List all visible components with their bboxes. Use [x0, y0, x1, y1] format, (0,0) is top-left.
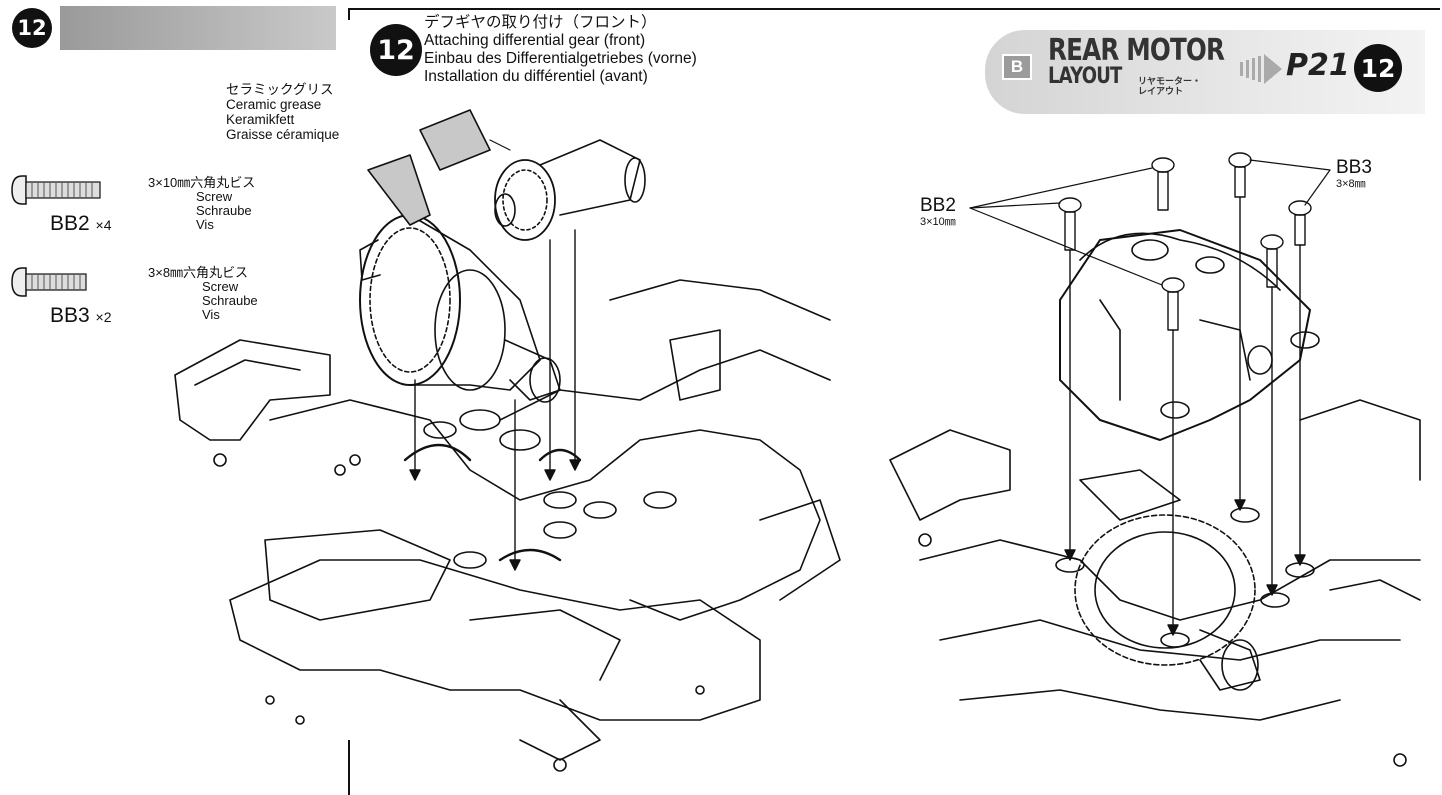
screw-bb3-icon	[11, 267, 87, 297]
callout-bb2-code: BB2	[920, 195, 956, 216]
grease-fr: Graisse céramique	[226, 127, 340, 142]
part-bb2: BB2 ×4 3×10㎜六角丸ビス Screw Schraube Vis	[8, 170, 308, 240]
frame-top-border	[348, 8, 1440, 10]
callout-bb3: BB3 3×8㎜	[1336, 157, 1372, 191]
banner-title-line2: LAYOUT	[1048, 64, 1122, 89]
grease-en: Ceramic grease	[226, 97, 322, 112]
left-arrows	[409, 229, 581, 571]
callout-leaders	[969, 159, 1331, 286]
part-bb2-qty: ×4	[95, 217, 112, 233]
banner-jp: リヤモーター・ レイアウト	[1138, 76, 1201, 96]
callout-bb2-size: 3×10㎜	[920, 216, 956, 228]
part-bb3: BB3 ×2 3×8㎜六角丸ビス Screw Schraube Vis	[8, 262, 308, 332]
part-bb3-code: BB3 ×2	[50, 304, 112, 327]
part-bb3-spec: 3×8㎜六角丸ビス	[148, 265, 249, 280]
left-chassis	[174, 279, 841, 772]
grease-tubes	[367, 109, 511, 226]
banner-page-ref: P21	[1286, 48, 1350, 83]
part-bb3-qty: ×2	[95, 309, 112, 325]
grease-label: セラミックグリス Ceramic grease Keramikfett Grai…	[226, 82, 339, 142]
layout-banner	[985, 30, 1425, 114]
gear-cover	[1059, 229, 1320, 441]
sidebar-step-badge: 12	[12, 8, 52, 48]
banner-arrow-icon	[1240, 54, 1282, 84]
part-bb2-de: Schraube	[196, 203, 252, 218]
frame-divider	[348, 740, 350, 795]
step-title-fr: Installation du différentiel (avant)	[424, 68, 648, 85]
banner-letter-badge: B	[1002, 54, 1032, 80]
part-bb3-desc: 3×8㎜六角丸ビス Screw Schraube Vis	[148, 266, 258, 322]
step-badge: 12	[370, 24, 422, 76]
frame-left-border	[348, 8, 350, 20]
callout-bb3-size: 3×8㎜	[1336, 178, 1366, 190]
step-header-bar	[60, 6, 336, 50]
step-title-jp: デフギヤの取り付け（フロント）	[424, 14, 657, 31]
callout-bb2: BB2 3×10㎜	[920, 195, 956, 229]
banner-title: REAR MOTOR LAYOUT	[1048, 36, 1263, 88]
callout-bb3-code: BB3	[1336, 157, 1372, 178]
step-title-de: Einbau des Differentialgetriebes (vorne)	[424, 50, 697, 67]
part-bb2-desc: 3×10㎜六角丸ビス Screw Schraube Vis	[148, 176, 255, 232]
banner-jp-line2: レイアウト	[1138, 86, 1184, 96]
banner-title-line1: REAR MOTOR	[1048, 33, 1225, 68]
screws-bb2	[1058, 157, 1284, 331]
part-bb3-de: Schraube	[202, 293, 258, 308]
screws-bb3	[1228, 152, 1312, 246]
step-title-en: Attaching differential gear (front)	[424, 32, 646, 49]
part-bb3-fr: Vis	[202, 307, 220, 322]
right-arrows	[1064, 196, 1306, 636]
screw-bb2-icon	[11, 175, 101, 205]
part-bb2-spec: 3×10㎜六角丸ビス	[148, 175, 256, 190]
part-bb3-en: Screw	[202, 279, 239, 294]
part-bb2-code: BB2 ×4	[50, 212, 112, 235]
grease-de: Keramikfett	[226, 112, 295, 127]
step-title-block: デフギヤの取り付け（フロント） Attaching differential g…	[424, 14, 697, 86]
right-chassis	[889, 399, 1421, 767]
part-bb2-fr: Vis	[196, 217, 214, 232]
banner-jp-line1: リヤモーター・	[1138, 76, 1202, 86]
banner-step-badge: 12	[1354, 44, 1402, 92]
grease-jp: セラミックグリス	[226, 82, 334, 97]
part-bb2-en: Screw	[196, 189, 233, 204]
